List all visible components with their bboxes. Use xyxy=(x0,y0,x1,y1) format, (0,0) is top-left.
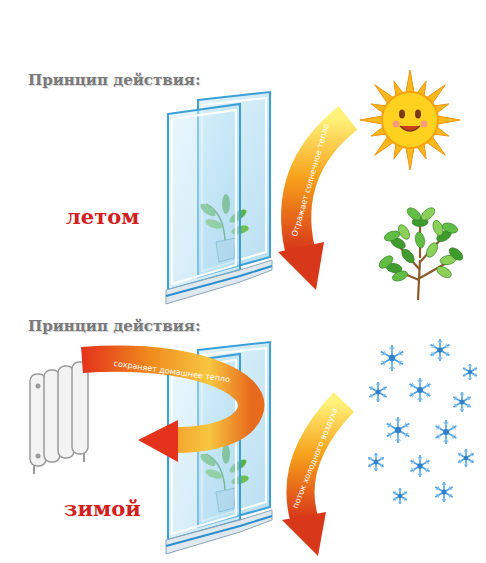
leaf xyxy=(377,253,395,270)
leaf xyxy=(447,245,465,262)
window-summer xyxy=(166,92,272,304)
leaf xyxy=(399,247,416,265)
snowflake xyxy=(436,420,457,444)
leaf xyxy=(424,241,440,259)
sun-ray xyxy=(360,116,384,125)
sun xyxy=(360,70,460,170)
cold-air-arrow xyxy=(282,402,344,556)
leaf xyxy=(441,221,459,235)
snowflake xyxy=(368,453,384,471)
leaf xyxy=(414,231,426,248)
heading: Принцип действия: xyxy=(28,72,200,89)
leaf xyxy=(435,264,453,280)
sun-ray xyxy=(436,116,460,125)
snowflake xyxy=(410,455,429,477)
radiator xyxy=(30,362,88,474)
snowflake xyxy=(453,392,470,412)
reflect-arrow xyxy=(278,118,348,290)
snowflake xyxy=(463,364,477,380)
season-label: зимой xyxy=(64,497,141,520)
sun-ray xyxy=(406,70,415,94)
snowflake xyxy=(435,482,452,502)
snowflake xyxy=(381,345,404,371)
snowflake xyxy=(410,378,431,402)
sun-ray xyxy=(406,146,415,170)
snowflake xyxy=(430,339,449,361)
heading: Принцип действия: xyxy=(28,318,200,335)
season-label: летом xyxy=(66,205,139,228)
leaf xyxy=(396,223,412,241)
leaf xyxy=(391,269,409,283)
leaf xyxy=(405,205,423,222)
snowflake xyxy=(387,417,410,443)
snowflake xyxy=(458,449,474,467)
heat-arrow xyxy=(82,359,251,462)
leaf xyxy=(419,205,437,222)
snowflake xyxy=(393,488,407,504)
leaf xyxy=(431,219,445,237)
bush xyxy=(377,205,465,300)
snowflakes xyxy=(368,339,477,504)
leaf xyxy=(383,229,401,243)
snowflake xyxy=(369,382,386,402)
